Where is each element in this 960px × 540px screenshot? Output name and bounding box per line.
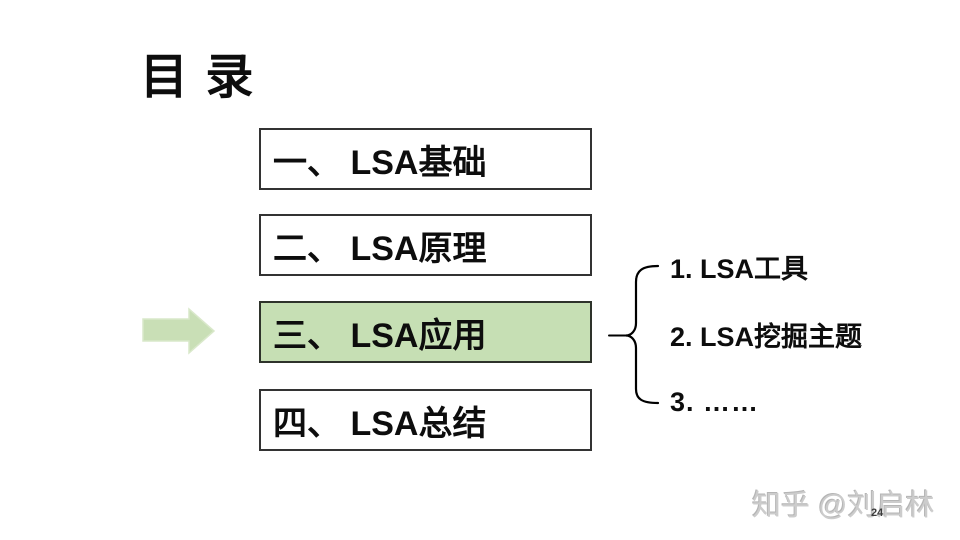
highlight-arrow-icon [140,304,218,356]
page-number: 24 [871,507,884,519]
toc-item-label: 四、 LSA总结 [273,404,487,443]
detail-item-1-lsa-tools: 1. LSA工具 [670,254,809,284]
detail-item-2-lsa-topic-mining: 2. LSA挖掘主题 [670,322,863,352]
toc-item-label: 二、 LSA原理 [273,229,487,268]
toc-item-label: 三、 LSA应用 [273,316,487,355]
toc-item-2-lsa-principles: 二、 LSA原理 [259,214,592,276]
toc-item-3-lsa-applications: 三、 LSA应用 [259,301,592,363]
curly-brace-icon [600,255,670,415]
zhihu-watermark: 知乎 @刘启林 [752,490,935,522]
page-title: 目 录 [140,51,256,104]
toc-item-1-lsa-basics: 一、 LSA基础 [259,128,592,190]
toc-item-label: 一、 LSA基础 [273,143,487,182]
toc-item-4-lsa-summary: 四、 LSA总结 [259,389,592,451]
detail-item-3-ellipsis: 3. …… [670,387,760,417]
